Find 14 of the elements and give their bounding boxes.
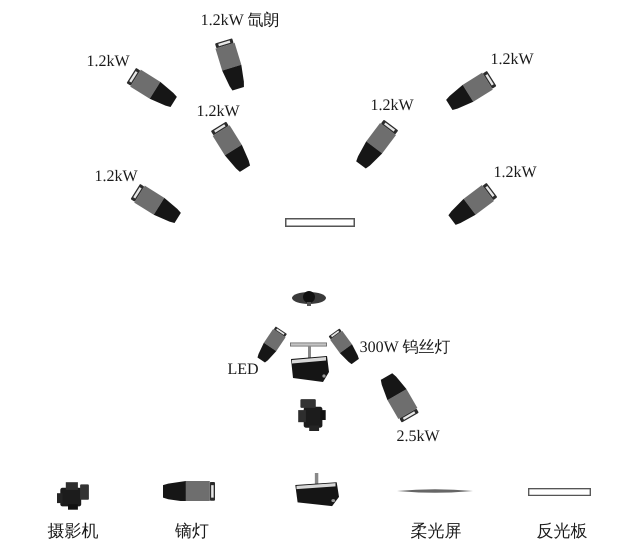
fixture-label: 1.2kW [86, 53, 130, 71]
fixture-label: 1.2kW [493, 164, 537, 182]
fixture-label: 1.2kW [370, 97, 414, 115]
legend-label: 镝灯 [175, 522, 209, 540]
legend-label: 柔光屏 [410, 522, 462, 540]
fixture-label: LED [227, 361, 259, 379]
fixture-label: 1.2kW [94, 168, 138, 186]
legend-label: 摄影机 [48, 522, 98, 540]
fixture-label: 300W 钨丝灯 [360, 339, 450, 357]
fixture-label: 1.2kW [490, 51, 534, 69]
legend-label: 反光板 [536, 522, 588, 540]
fixture-label: 1.2kW [196, 103, 240, 121]
fixture-label: 2.5kW [396, 428, 440, 446]
fixture-label: 1.2kW 氙朗 [200, 12, 280, 30]
